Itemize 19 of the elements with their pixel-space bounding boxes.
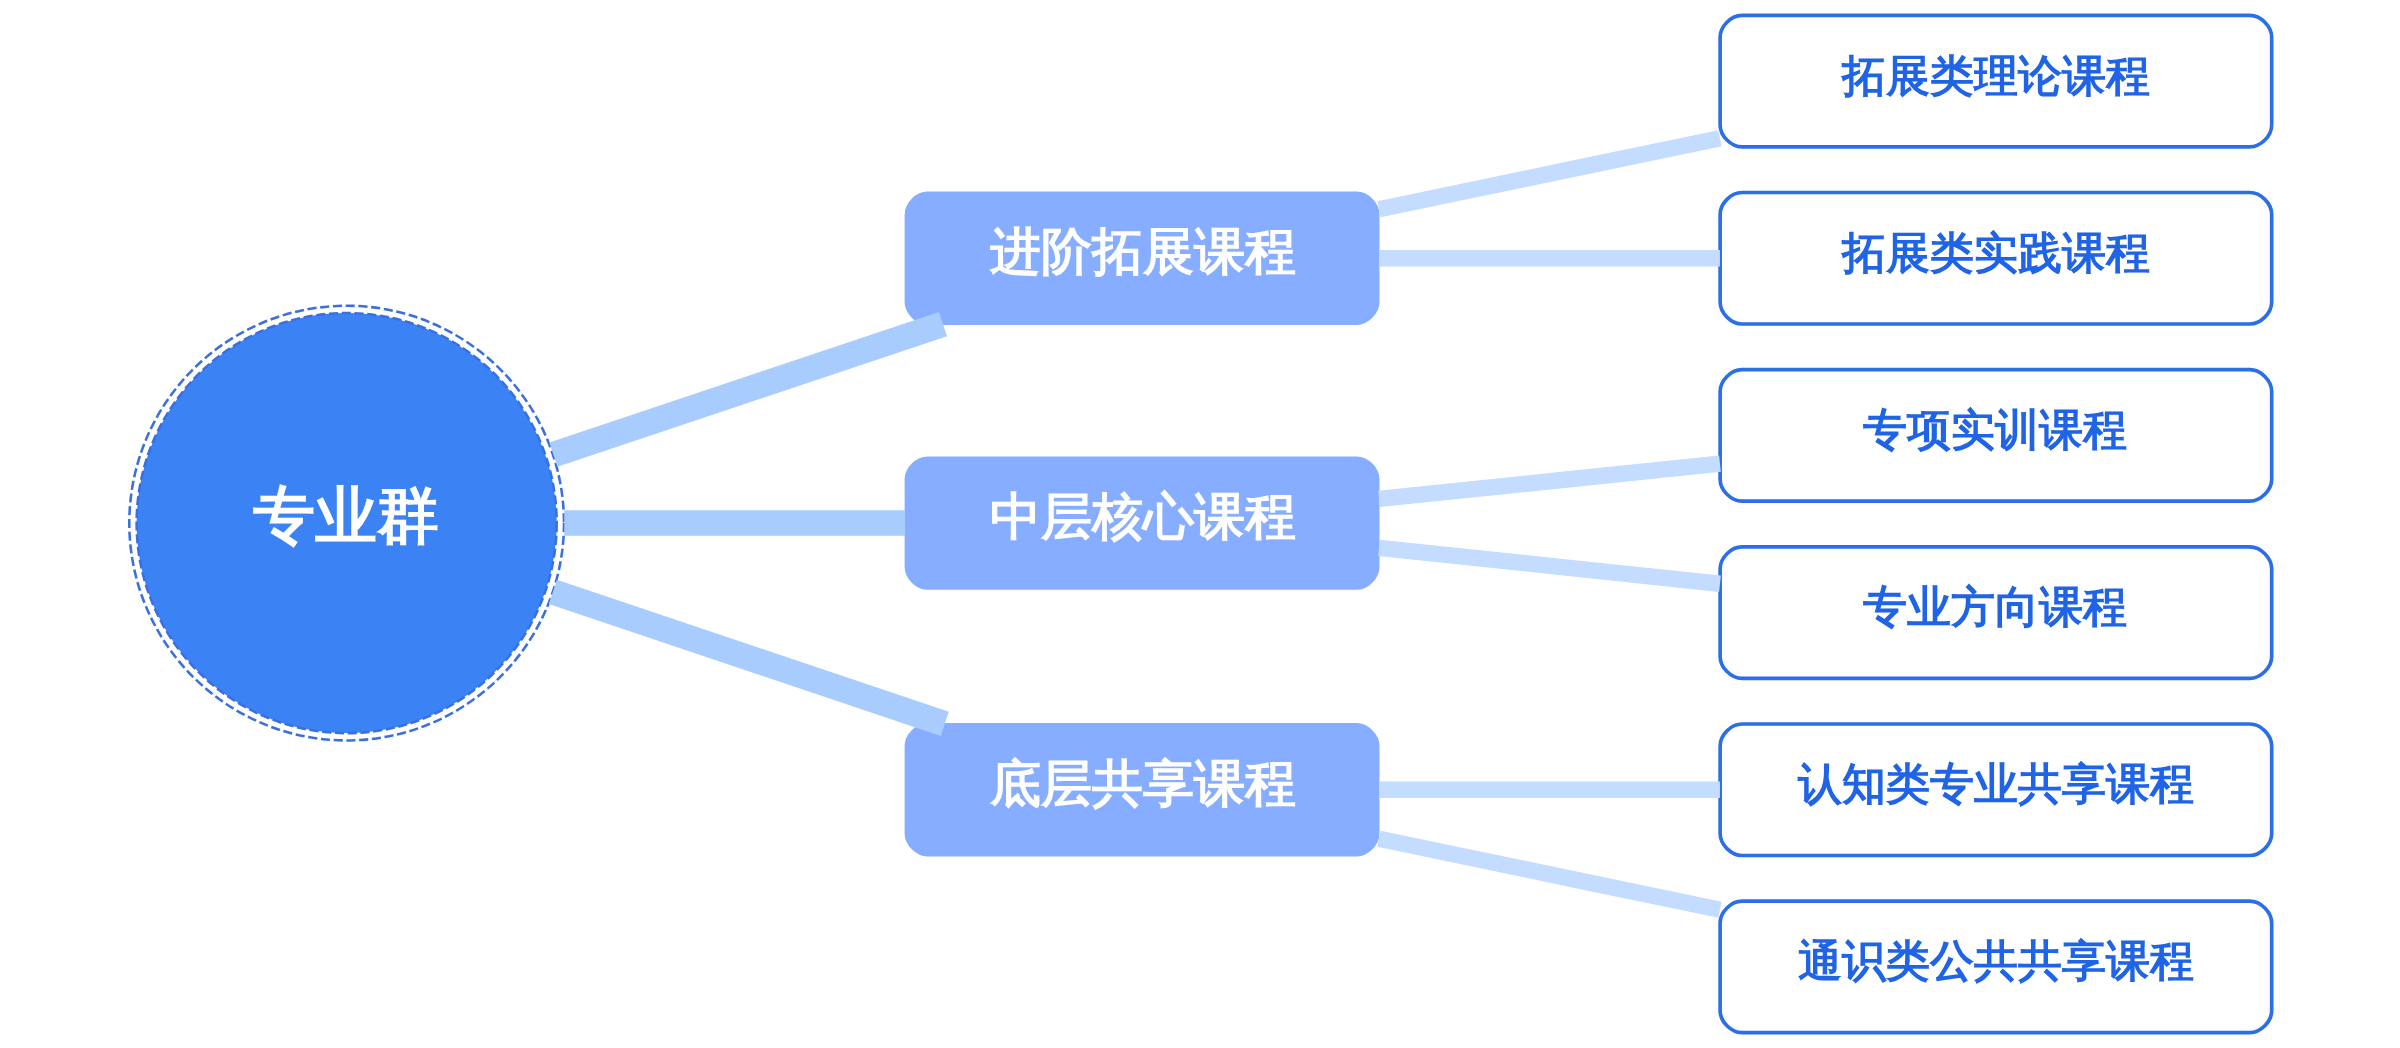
- connector: [1376, 130, 1722, 218]
- connector: [1378, 250, 1720, 267]
- node-box: 专项实训课程: [1717, 367, 2273, 503]
- node-box: 中层核心课程: [904, 456, 1379, 590]
- connector: [563, 510, 905, 536]
- node-box: 拓展类实践课程: [1717, 190, 2273, 326]
- node-box: 通识类公共共享课程: [1717, 899, 2273, 1035]
- connector: [1378, 781, 1720, 798]
- connector: [1377, 455, 1721, 507]
- node-box: 认知类专业共享课程: [1717, 722, 2273, 858]
- node-box: 专业方向课程: [1717, 545, 2273, 681]
- connector: [1376, 830, 1722, 918]
- connector: [548, 312, 947, 467]
- connector: [1377, 539, 1721, 592]
- connector: [548, 579, 949, 737]
- node-box: 进阶拓展课程: [904, 191, 1379, 325]
- node-box: 拓展类理论课程: [1717, 13, 2273, 149]
- node-box: 底层共享课程: [904, 723, 1379, 857]
- node-circle: 专业群: [127, 304, 565, 742]
